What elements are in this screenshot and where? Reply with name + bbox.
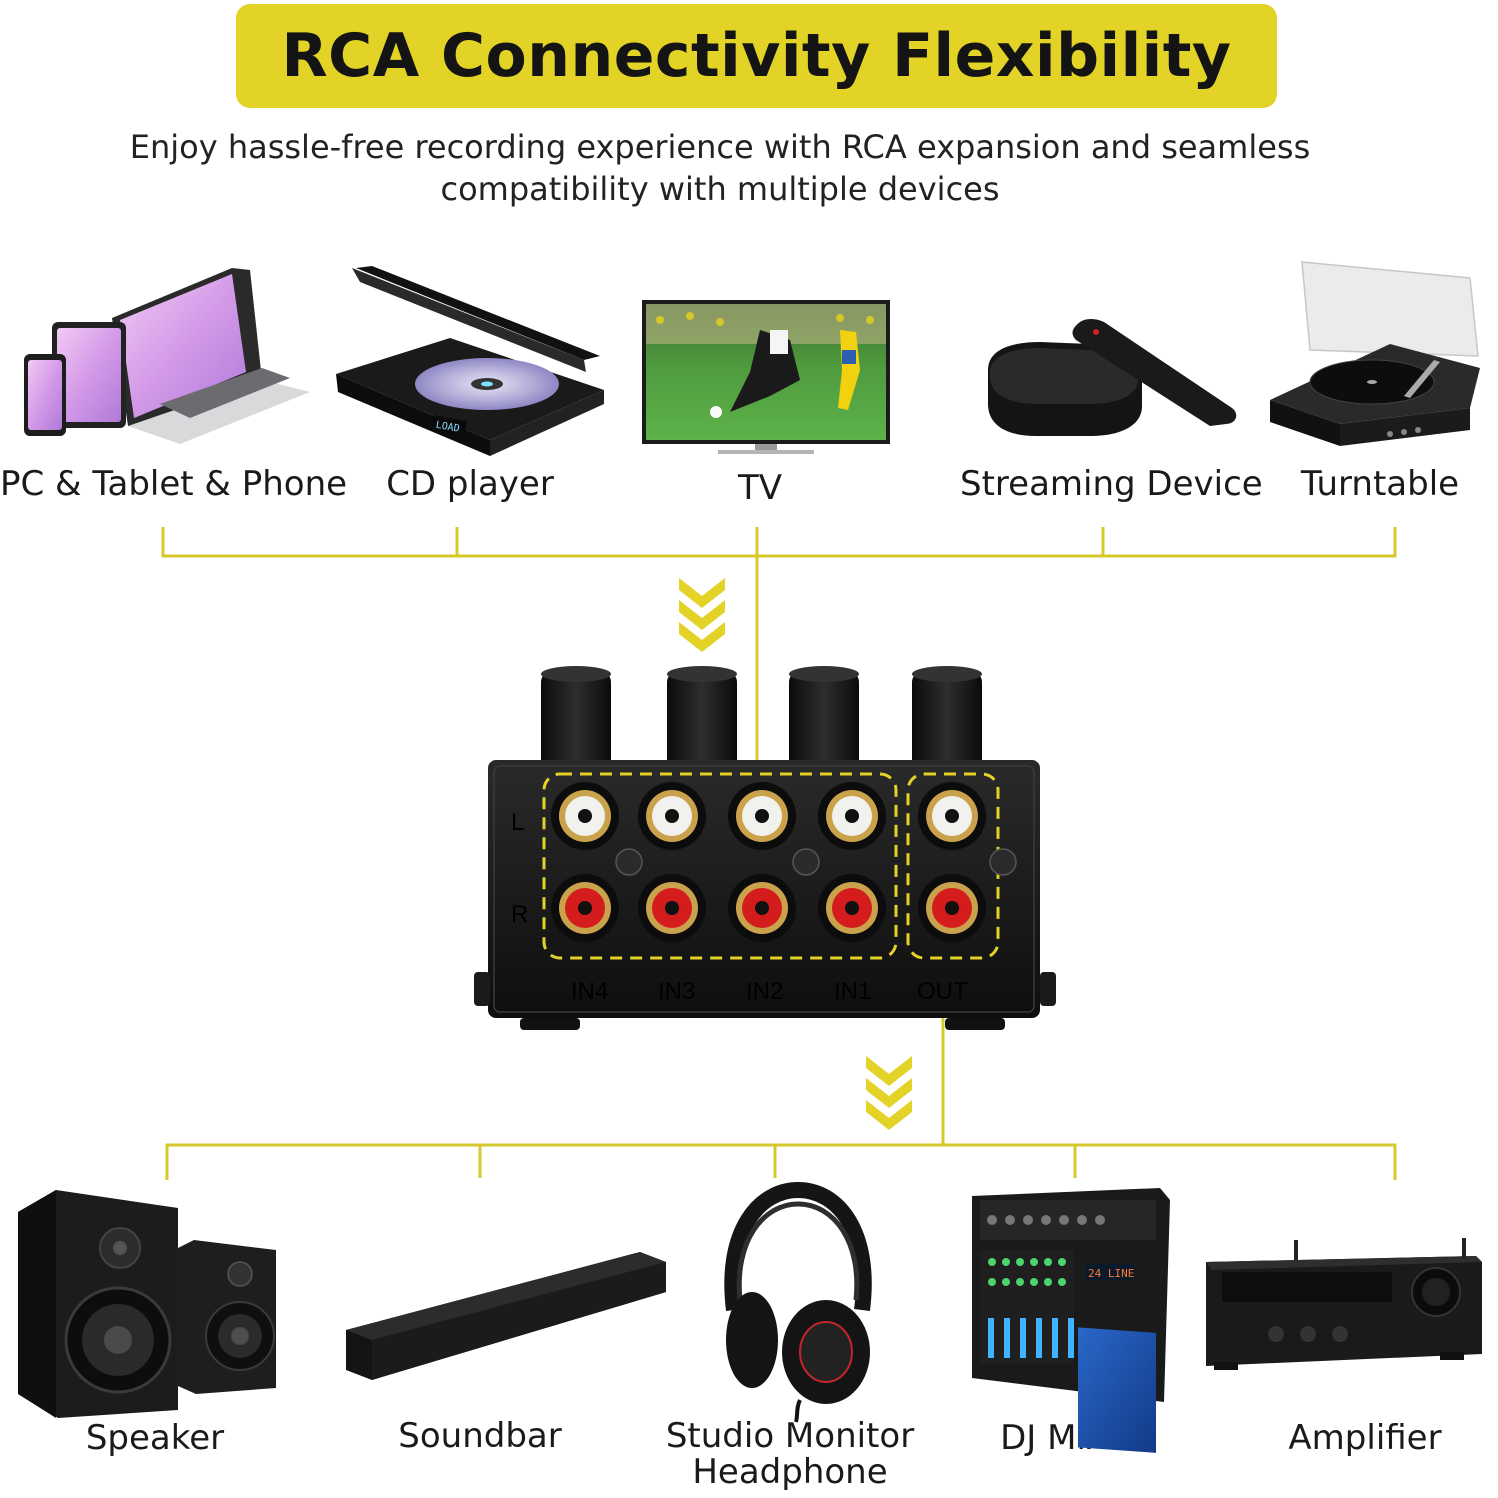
label-soundbar: Soundbar xyxy=(398,1416,562,1456)
dj-mixer-icon: 24 LINE xyxy=(972,1188,1170,1453)
chevron-down-icon xyxy=(866,1056,912,1130)
label-speaker: Speaker xyxy=(85,1418,225,1458)
subtitle-line-1: Enjoy hassle-free recording experience w… xyxy=(129,128,1311,166)
streaming-box-icon xyxy=(988,319,1237,436)
turntable-icon xyxy=(1270,261,1480,446)
port-label-in3: IN3 xyxy=(658,978,695,1005)
cd-display-text: LOAD xyxy=(435,420,461,435)
title-banner: RCA Connectivity Flexibility xyxy=(236,4,1277,108)
cd-player-icon: LOAD xyxy=(336,266,604,456)
chevron-down-icon xyxy=(679,578,725,652)
page-title: RCA Connectivity Flexibility xyxy=(281,21,1232,91)
laptop-tablet-phone-icon xyxy=(24,268,310,444)
speaker-icon xyxy=(18,1190,276,1418)
label-pc-tablet-phone: PC & Tablet & Phone xyxy=(0,464,348,504)
label-headphone-line-1: Studio Monitor xyxy=(665,1416,915,1456)
subtitle: Enjoy hassle-free recording experience w… xyxy=(60,126,1380,210)
amplifier-icon xyxy=(1206,1238,1482,1370)
input-connector-lines xyxy=(161,527,1397,780)
tv-icon xyxy=(642,300,890,454)
rca-left-jacks xyxy=(551,782,986,850)
rca-right-jacks xyxy=(551,874,986,942)
label-cd-player: CD player xyxy=(386,464,554,504)
headphone-icon xyxy=(724,1181,872,1423)
label-tv: TV xyxy=(737,468,783,508)
port-label-in2: IN2 xyxy=(746,978,783,1005)
subtitle-line-2: compatibility with multiple devices xyxy=(440,170,1000,208)
mixer-display-text: 24 LINE xyxy=(1088,1267,1134,1280)
label-streaming-device: Streaming Device xyxy=(960,464,1263,504)
port-label-out: OUT xyxy=(917,978,968,1005)
label-amplifier: Amplifier xyxy=(1288,1418,1442,1458)
label-headphone-line-2: Headphone xyxy=(692,1452,888,1492)
port-label-in4: IN4 xyxy=(571,978,608,1005)
label-turntable: Turntable xyxy=(1300,464,1460,504)
channel-label-right: R xyxy=(511,901,528,928)
selector-knobs xyxy=(541,666,982,776)
output-connector-lines xyxy=(165,1000,1397,1180)
soundbar-icon xyxy=(346,1252,666,1380)
port-label-in1: IN1 xyxy=(834,978,871,1005)
label-studio-monitor-headphone: Studio Monitor Headphone xyxy=(640,1418,940,1490)
rca-switcher-device: L R IN4 IN3 IN2 IN1 OUT xyxy=(474,666,1056,1030)
channel-label-left: L xyxy=(511,809,524,836)
